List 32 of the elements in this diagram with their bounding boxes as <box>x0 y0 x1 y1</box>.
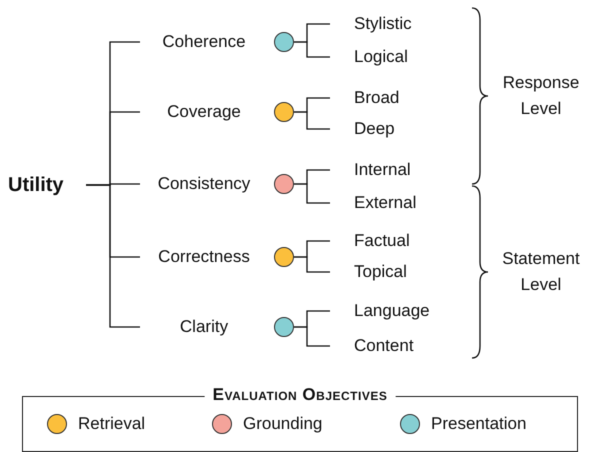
node-label: Stylistic <box>354 14 412 34</box>
node-label: Topical <box>354 262 407 282</box>
node-label: Deep <box>354 119 395 139</box>
circle-marker <box>274 174 294 194</box>
connector-line <box>294 326 330 347</box>
node-label: Broad <box>354 88 400 108</box>
node-label: Correctness <box>158 247 250 267</box>
node-label: Consistency <box>158 174 250 194</box>
node-label: Coherence <box>162 32 246 52</box>
circle-marker <box>274 102 294 122</box>
legend-text: Presentation <box>431 414 526 434</box>
node-label: Clarity <box>180 317 228 337</box>
legend-text: Retrieval <box>78 414 146 434</box>
connector-line <box>294 41 330 58</box>
circle-marker <box>274 32 294 52</box>
legend-text: Grounding <box>243 414 322 434</box>
node-label: Coverage <box>167 102 241 122</box>
connector-line <box>294 183 330 204</box>
node-label: External <box>354 193 416 213</box>
level-label: Statement Level <box>501 248 581 296</box>
node-label: Internal <box>354 160 411 180</box>
node-label: Factual <box>354 231 410 251</box>
level-label: Response Level <box>502 72 580 120</box>
circle-marker <box>274 317 294 337</box>
node-label: Content <box>354 336 414 356</box>
circle-marker <box>274 247 294 267</box>
connector-line <box>86 184 140 328</box>
node-label: Language <box>354 301 430 321</box>
connector-line <box>294 111 330 130</box>
connector-line <box>294 256 330 273</box>
node-label: Utility <box>8 174 64 196</box>
node-label: Logical <box>354 47 408 67</box>
